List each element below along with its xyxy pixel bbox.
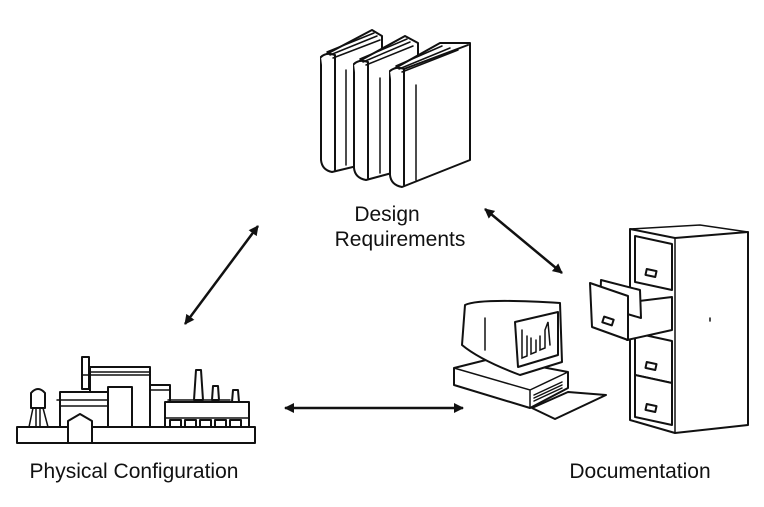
factory-windows	[169, 419, 242, 428]
books-icon	[320, 29, 471, 188]
open-drawer	[589, 279, 673, 341]
bar-chart-on-screen	[521, 321, 551, 360]
arrow-physical-design	[183, 225, 260, 325]
arrow-design-documentation	[484, 208, 563, 274]
computer-icon	[453, 299, 607, 420]
water-tower	[28, 388, 49, 428]
factory-icon	[16, 356, 256, 444]
documentation-label: Documentation	[569, 460, 710, 483]
factory-ground	[16, 426, 256, 444]
design-requirements-label-line1: Design	[354, 203, 419, 226]
physical-configuration-label: Physical Configuration	[30, 460, 239, 483]
small-house	[67, 413, 93, 444]
filing-cabinet-icon	[589, 224, 749, 434]
book-3	[389, 42, 471, 188]
keyboard	[531, 391, 607, 420]
design-requirements-label-line2: Requirements	[335, 228, 466, 251]
